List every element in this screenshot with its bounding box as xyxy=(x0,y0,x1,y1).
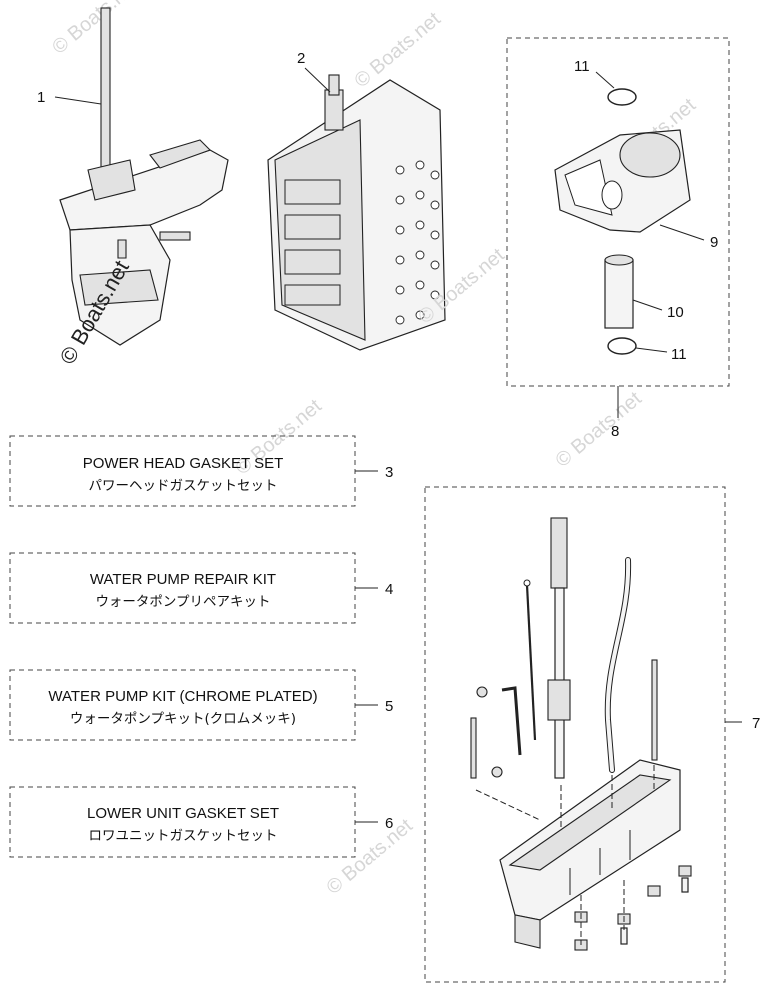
piston-kit-box xyxy=(506,37,730,387)
shift-rod-illustration xyxy=(476,579,537,756)
kit-title-en: POWER HEAD GASKET SET xyxy=(83,455,284,472)
leader-line-11b xyxy=(635,347,668,353)
watermark-faint: © Boats.net xyxy=(48,0,143,59)
callout-9: 9 xyxy=(710,234,718,251)
callout-7: 7 xyxy=(752,715,760,732)
callout-5: 5 xyxy=(385,698,393,715)
water-tube-illustration xyxy=(604,557,632,773)
kit-title-jp: パワーヘッドガスケットセット xyxy=(89,478,278,494)
leader-line-2 xyxy=(304,67,331,93)
kit-title-en: WATER PUMP KIT (CHROME PLATED) xyxy=(48,688,317,705)
callout-8: 8 xyxy=(611,423,619,440)
gearcase-illustration xyxy=(59,7,229,346)
drive-shaft-illustration xyxy=(547,517,571,779)
kit-title-en: WATER PUMP REPAIR KIT xyxy=(90,571,276,588)
assembly-dash-lines xyxy=(475,765,655,945)
kit-box-5: WATER PUMP KIT (CHROME PLATED) ウォータポンプキッ… xyxy=(9,669,393,741)
leader-line-9 xyxy=(659,224,705,241)
kit-title-jp: ウォータポンプリペアキット xyxy=(95,594,270,610)
kit-title-en: LOWER UNIT GASKET SET xyxy=(87,805,279,822)
kit-box-4: WATER PUMP REPAIR KIT ウォータポンプリペアキット 4 xyxy=(9,552,393,624)
callout-1: 1 xyxy=(37,89,45,106)
kit-box-6: LOWER UNIT GASKET SET ロワユニットガスケットセット 6 xyxy=(9,786,393,858)
piston-ring-top-illustration xyxy=(607,88,637,106)
kit-title-jp: ウォータポンプキット(クロムメッキ) xyxy=(70,711,296,727)
kit-title-jp: ロワユニットガスケットセット xyxy=(89,828,278,844)
drive-housing-illustration xyxy=(499,759,681,949)
callout-4: 4 xyxy=(385,581,393,598)
callout-11b: 11 xyxy=(671,346,687,363)
leader-line-10 xyxy=(632,299,663,311)
stud-illustration xyxy=(470,659,658,779)
watermark-faint: © Boats.net xyxy=(350,8,445,92)
callout-6: 6 xyxy=(385,815,393,832)
leader-line-11a xyxy=(595,71,615,89)
leader-line-1 xyxy=(54,96,102,105)
piston-pin-illustration xyxy=(604,254,634,329)
callout-3: 3 xyxy=(385,464,393,481)
kit-box-3: POWER HEAD GASKET SET パワーヘッドガスケットセット 3 xyxy=(9,435,393,507)
watermark-faint: © Boats.net xyxy=(551,387,646,471)
piston-ring-bottom-illustration xyxy=(607,337,637,355)
piston-illustration xyxy=(554,129,691,233)
callout-10: 10 xyxy=(667,304,684,321)
callout-2: 2 xyxy=(297,50,305,67)
drive-kit-box xyxy=(424,486,726,983)
callout-11a: 11 xyxy=(574,58,590,75)
cylinder-block-illustration xyxy=(267,74,446,351)
